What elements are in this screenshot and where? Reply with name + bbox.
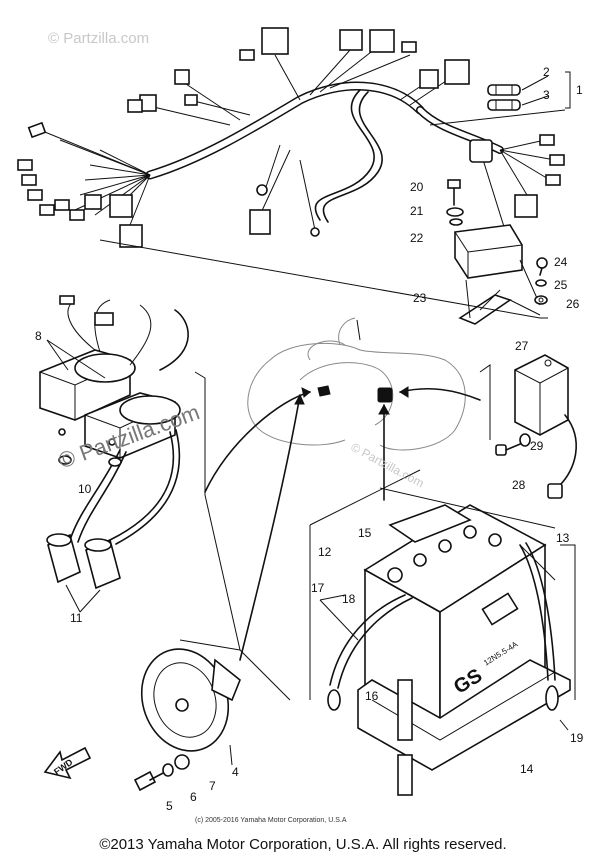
washer-29 — [519, 433, 531, 447]
washer-6 — [162, 763, 174, 777]
ignition-coil[interactable] — [39, 349, 181, 459]
small-copyright: (c) 2005-2016 Yamaha Motor Corporation, … — [195, 817, 347, 824]
harness-connectors-bottom — [249, 184, 320, 237]
callout-7: 7 — [209, 779, 216, 793]
callout-13: 13 — [556, 531, 570, 545]
bracket-23 — [458, 279, 512, 325]
callout-6: 6 — [190, 790, 197, 804]
callout-21: 21 — [410, 204, 424, 218]
washer-25 — [535, 279, 547, 287]
screw-24 — [536, 257, 548, 276]
washer-10 — [58, 455, 122, 467]
callout-15: 15 — [358, 526, 372, 540]
callout-28: 28 — [512, 478, 526, 492]
harness-connectors-top — [239, 27, 470, 89]
callout-25: 25 — [554, 278, 568, 292]
callout-16: 16 — [365, 689, 379, 703]
callout-27: 27 — [515, 339, 529, 353]
callout-26: 26 — [566, 297, 580, 311]
callout-5: 5 — [166, 799, 173, 813]
frame-outline — [247, 317, 466, 451]
callout-29: 29 — [530, 439, 544, 453]
callout-12: 12 — [318, 545, 332, 559]
battery-breather-plate — [388, 504, 472, 543]
regulator[interactable] — [514, 354, 569, 436]
watermark: © Partzilla.com — [48, 30, 150, 47]
fuse-box[interactable] — [454, 224, 523, 279]
callout-24: 24 — [554, 255, 568, 269]
coil-mount-point — [317, 385, 331, 397]
wire-harness[interactable] — [39, 44, 556, 231]
callout-19: 19 — [570, 731, 584, 745]
nut-26 — [534, 295, 548, 305]
footer-copyright: ©2013 Yamaha Motor Corporation, U.S.A. A… — [99, 836, 507, 853]
callout-22: 22 — [410, 231, 424, 245]
washer-21 — [446, 207, 464, 217]
callout-8: 8 — [35, 329, 42, 343]
callout-4: 4 — [232, 765, 239, 779]
battery-band[interactable] — [397, 679, 413, 796]
callout-2: 2 — [543, 65, 550, 79]
nut-22-spacer — [449, 218, 463, 226]
callout-14: 14 — [520, 762, 534, 776]
callout-1: 1 — [576, 83, 583, 97]
callout-17: 17 — [311, 581, 325, 595]
callout-20: 20 — [410, 180, 424, 194]
battery-tray[interactable] — [357, 659, 571, 771]
harness-connectors-right — [469, 134, 565, 218]
callout-10: 10 — [78, 482, 92, 496]
fwd-arrow-icon — [43, 746, 92, 780]
callout-11: 11 — [70, 611, 83, 625]
horn[interactable] — [128, 637, 243, 763]
bolt-5 — [133, 770, 166, 792]
plug-cap-11b[interactable] — [84, 538, 121, 590]
bolt-20 — [447, 179, 461, 206]
callout-3: 3 — [543, 88, 550, 102]
plug-cap-11a[interactable] — [46, 533, 81, 584]
callout-23: 23 — [413, 291, 427, 305]
harness-connectors-left — [17, 69, 198, 248]
fuse-2[interactable] — [487, 84, 521, 96]
fuse-3[interactable] — [487, 99, 521, 111]
nut-7 — [174, 754, 190, 770]
callout-18: 18 — [342, 592, 356, 606]
rectifier-mount-point — [377, 387, 393, 403]
